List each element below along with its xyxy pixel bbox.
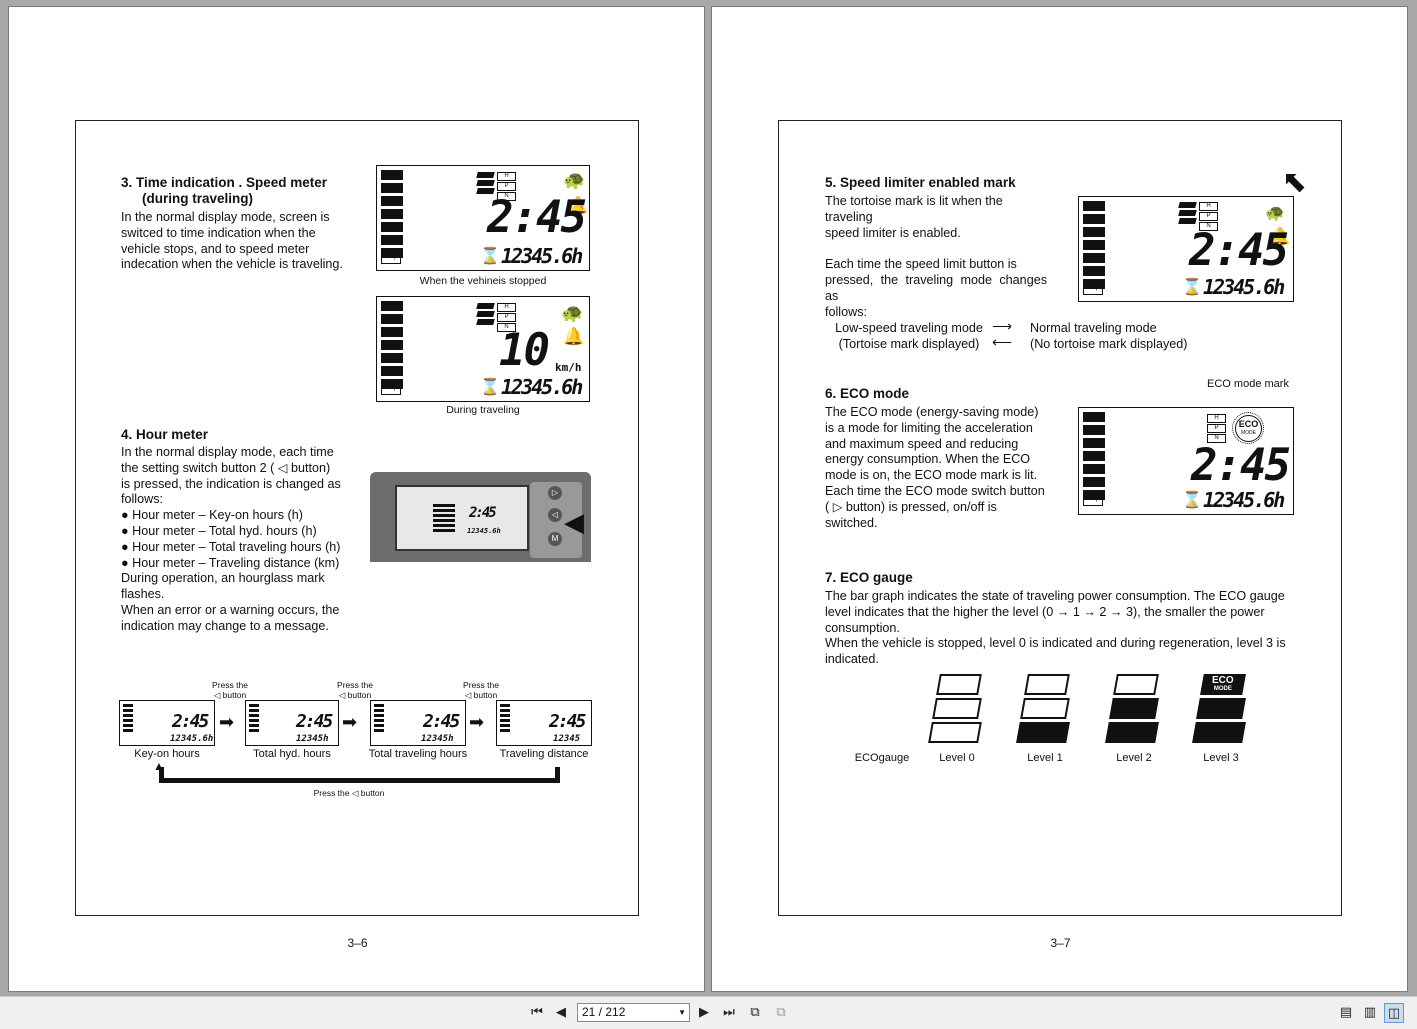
eco-gauge-segment bbox=[1105, 722, 1159, 743]
viewer-toolbar: ⏮ ◀ 21 / 212▼ ▶ ⏭ ⧉ ⧉ ▤ ▥ ◫ bbox=[0, 996, 1417, 1029]
eco-gauge-segment bbox=[928, 722, 982, 743]
eco-gauge-level-label: Level 1 bbox=[1027, 752, 1063, 764]
content-frame bbox=[75, 120, 639, 916]
bell-icon: 🔔 bbox=[563, 327, 585, 347]
section-6-title: 6. ECO mode bbox=[825, 386, 910, 401]
eco-gauge-level-label: Level 3 bbox=[1203, 752, 1239, 764]
last-page-icon[interactable]: ⏭ bbox=[723, 1005, 735, 1020]
eco-gauge-segment bbox=[1016, 722, 1070, 743]
flow-lcd-key-on: 2:45 12345.6h bbox=[119, 700, 215, 746]
page-number: 3–7 bbox=[1050, 936, 1071, 950]
rotate-icon[interactable]: ⧉ bbox=[750, 1005, 760, 1020]
section-5-title: 5. Speed limiter enabled mark bbox=[825, 175, 1016, 190]
arrow-left-icon: ⟵ bbox=[992, 334, 1013, 350]
section-4-title: 4. Hour meter bbox=[121, 427, 209, 442]
first-page-icon[interactable]: ⏮ bbox=[531, 1005, 543, 1020]
hourglass-icon: ⌛ bbox=[480, 377, 500, 396]
section-3-body: In the normal display mode, screen is sw… bbox=[121, 210, 343, 272]
eco-gauge-level-0 bbox=[928, 674, 982, 746]
copy-icon[interactable]: ⧉ bbox=[776, 1005, 786, 1020]
instrument-panel-image: 2:45 12345.6h ▷ ◁ M ◀ bbox=[370, 472, 591, 562]
flow-lcd-distance: 2:45 12345 bbox=[496, 700, 592, 746]
hourglass-icon: ⌛ bbox=[1182, 490, 1202, 509]
right-page: 5. Speed limiter enabled mark The tortoi… bbox=[711, 6, 1408, 992]
next-page-icon[interactable]: ▶ bbox=[699, 1005, 709, 1020]
tortoise-icon: 🐢 bbox=[561, 303, 584, 324]
mode-button[interactable]: M bbox=[548, 532, 562, 546]
battery-icon: − + bbox=[1083, 283, 1103, 295]
time-readout: 2:45 bbox=[487, 192, 587, 243]
prev-page-icon[interactable]: ◀ bbox=[556, 1005, 566, 1020]
continuous-icon[interactable]: ▥ bbox=[1363, 1005, 1377, 1020]
eco-mode-mark-label: ECO mode mark bbox=[1207, 378, 1289, 390]
page-selector[interactable]: 21 / 212▼ bbox=[577, 1003, 690, 1022]
eco-gauge-segment bbox=[1196, 698, 1246, 719]
hours-readout: 12345.6h bbox=[501, 244, 583, 268]
arrow-icon: ➡ bbox=[342, 712, 358, 732]
speed-unit: km/h bbox=[555, 361, 582, 374]
section-3-title: 3. Time indication . Speed meter (during… bbox=[121, 175, 328, 206]
flow-lcd-hyd: 2:45 12345h bbox=[245, 700, 339, 746]
caption-traveling: During traveling bbox=[446, 404, 520, 416]
eco-gauge-level-1 bbox=[1016, 674, 1070, 746]
eco-gauge-level-label: Level 2 bbox=[1116, 752, 1152, 764]
arrow-icon: ➡ bbox=[469, 712, 485, 732]
mode-low-speed: Low-speed traveling mode (Tortoise mark … bbox=[835, 321, 983, 351]
eco-gauge-level-2 bbox=[1105, 674, 1159, 746]
battery-icon: − + bbox=[381, 252, 401, 264]
eco-gauge-segment bbox=[1109, 698, 1159, 719]
battery-icon: − + bbox=[1083, 494, 1103, 506]
right-button[interactable]: ▷ bbox=[548, 486, 562, 500]
eco-gauge-segment bbox=[936, 674, 982, 695]
section-6-body: The ECO mode (energy-saving mode) is a m… bbox=[825, 405, 1045, 530]
eco-gauge-segment bbox=[1020, 698, 1070, 719]
tortoise-icon: 🐢 bbox=[1265, 203, 1285, 222]
two-page-icon[interactable]: ◫ bbox=[1384, 1003, 1404, 1023]
section-4-body: In the normal display mode, each time th… bbox=[121, 445, 341, 633]
left-button[interactable]: ◁ bbox=[548, 508, 562, 522]
hourglass-icon: ⌛ bbox=[480, 246, 500, 265]
mode-normal: Normal traveling mode (No tortoise mark … bbox=[1030, 321, 1188, 351]
eco-gauge-segment bbox=[1113, 674, 1159, 695]
eco-gauge-level-label: Level 0 bbox=[939, 752, 975, 764]
caption-stopped: When the vehineis stopped bbox=[419, 275, 547, 287]
tortoise-icon: 🐢 bbox=[563, 170, 586, 191]
battery-icon: − + bbox=[381, 383, 401, 395]
eco-gauge-segment bbox=[1192, 722, 1246, 743]
eco-mode-badge: ECO MODE bbox=[1232, 412, 1264, 444]
section-7-body: The bar graph indicates the state of tra… bbox=[825, 589, 1286, 667]
eco-gauge-segment bbox=[1024, 674, 1070, 695]
eco-gauge-segment bbox=[932, 698, 982, 719]
content-frame bbox=[778, 120, 1342, 916]
section-7-title: 7. ECO gauge bbox=[825, 570, 913, 585]
arrow-icon: ◀ bbox=[564, 507, 584, 537]
single-page-icon[interactable]: ▤ bbox=[1339, 1005, 1353, 1020]
speed-readout: 10 bbox=[499, 325, 550, 376]
hourglass-icon: ⌛ bbox=[1182, 277, 1202, 296]
arrow-up-icon: ▲ bbox=[153, 759, 165, 773]
eco-gauge-label: ECOgauge bbox=[854, 752, 910, 764]
left-page: 3. Time indication . Speed meter (during… bbox=[8, 6, 705, 992]
section-5-body: The tortoise mark is lit when the travel… bbox=[825, 194, 1047, 319]
bell-icon: 🔔 bbox=[567, 196, 589, 216]
arrow-right-icon: ⟶ bbox=[992, 318, 1013, 334]
arrow-icon: ➡ bbox=[219, 712, 235, 732]
bell-icon: 🔔 bbox=[1269, 227, 1291, 247]
page-number: 3–6 bbox=[347, 936, 368, 950]
flow-lcd-traveling: 2:45 12345h bbox=[370, 700, 466, 746]
hours-readout: 12345.6h bbox=[501, 375, 583, 399]
